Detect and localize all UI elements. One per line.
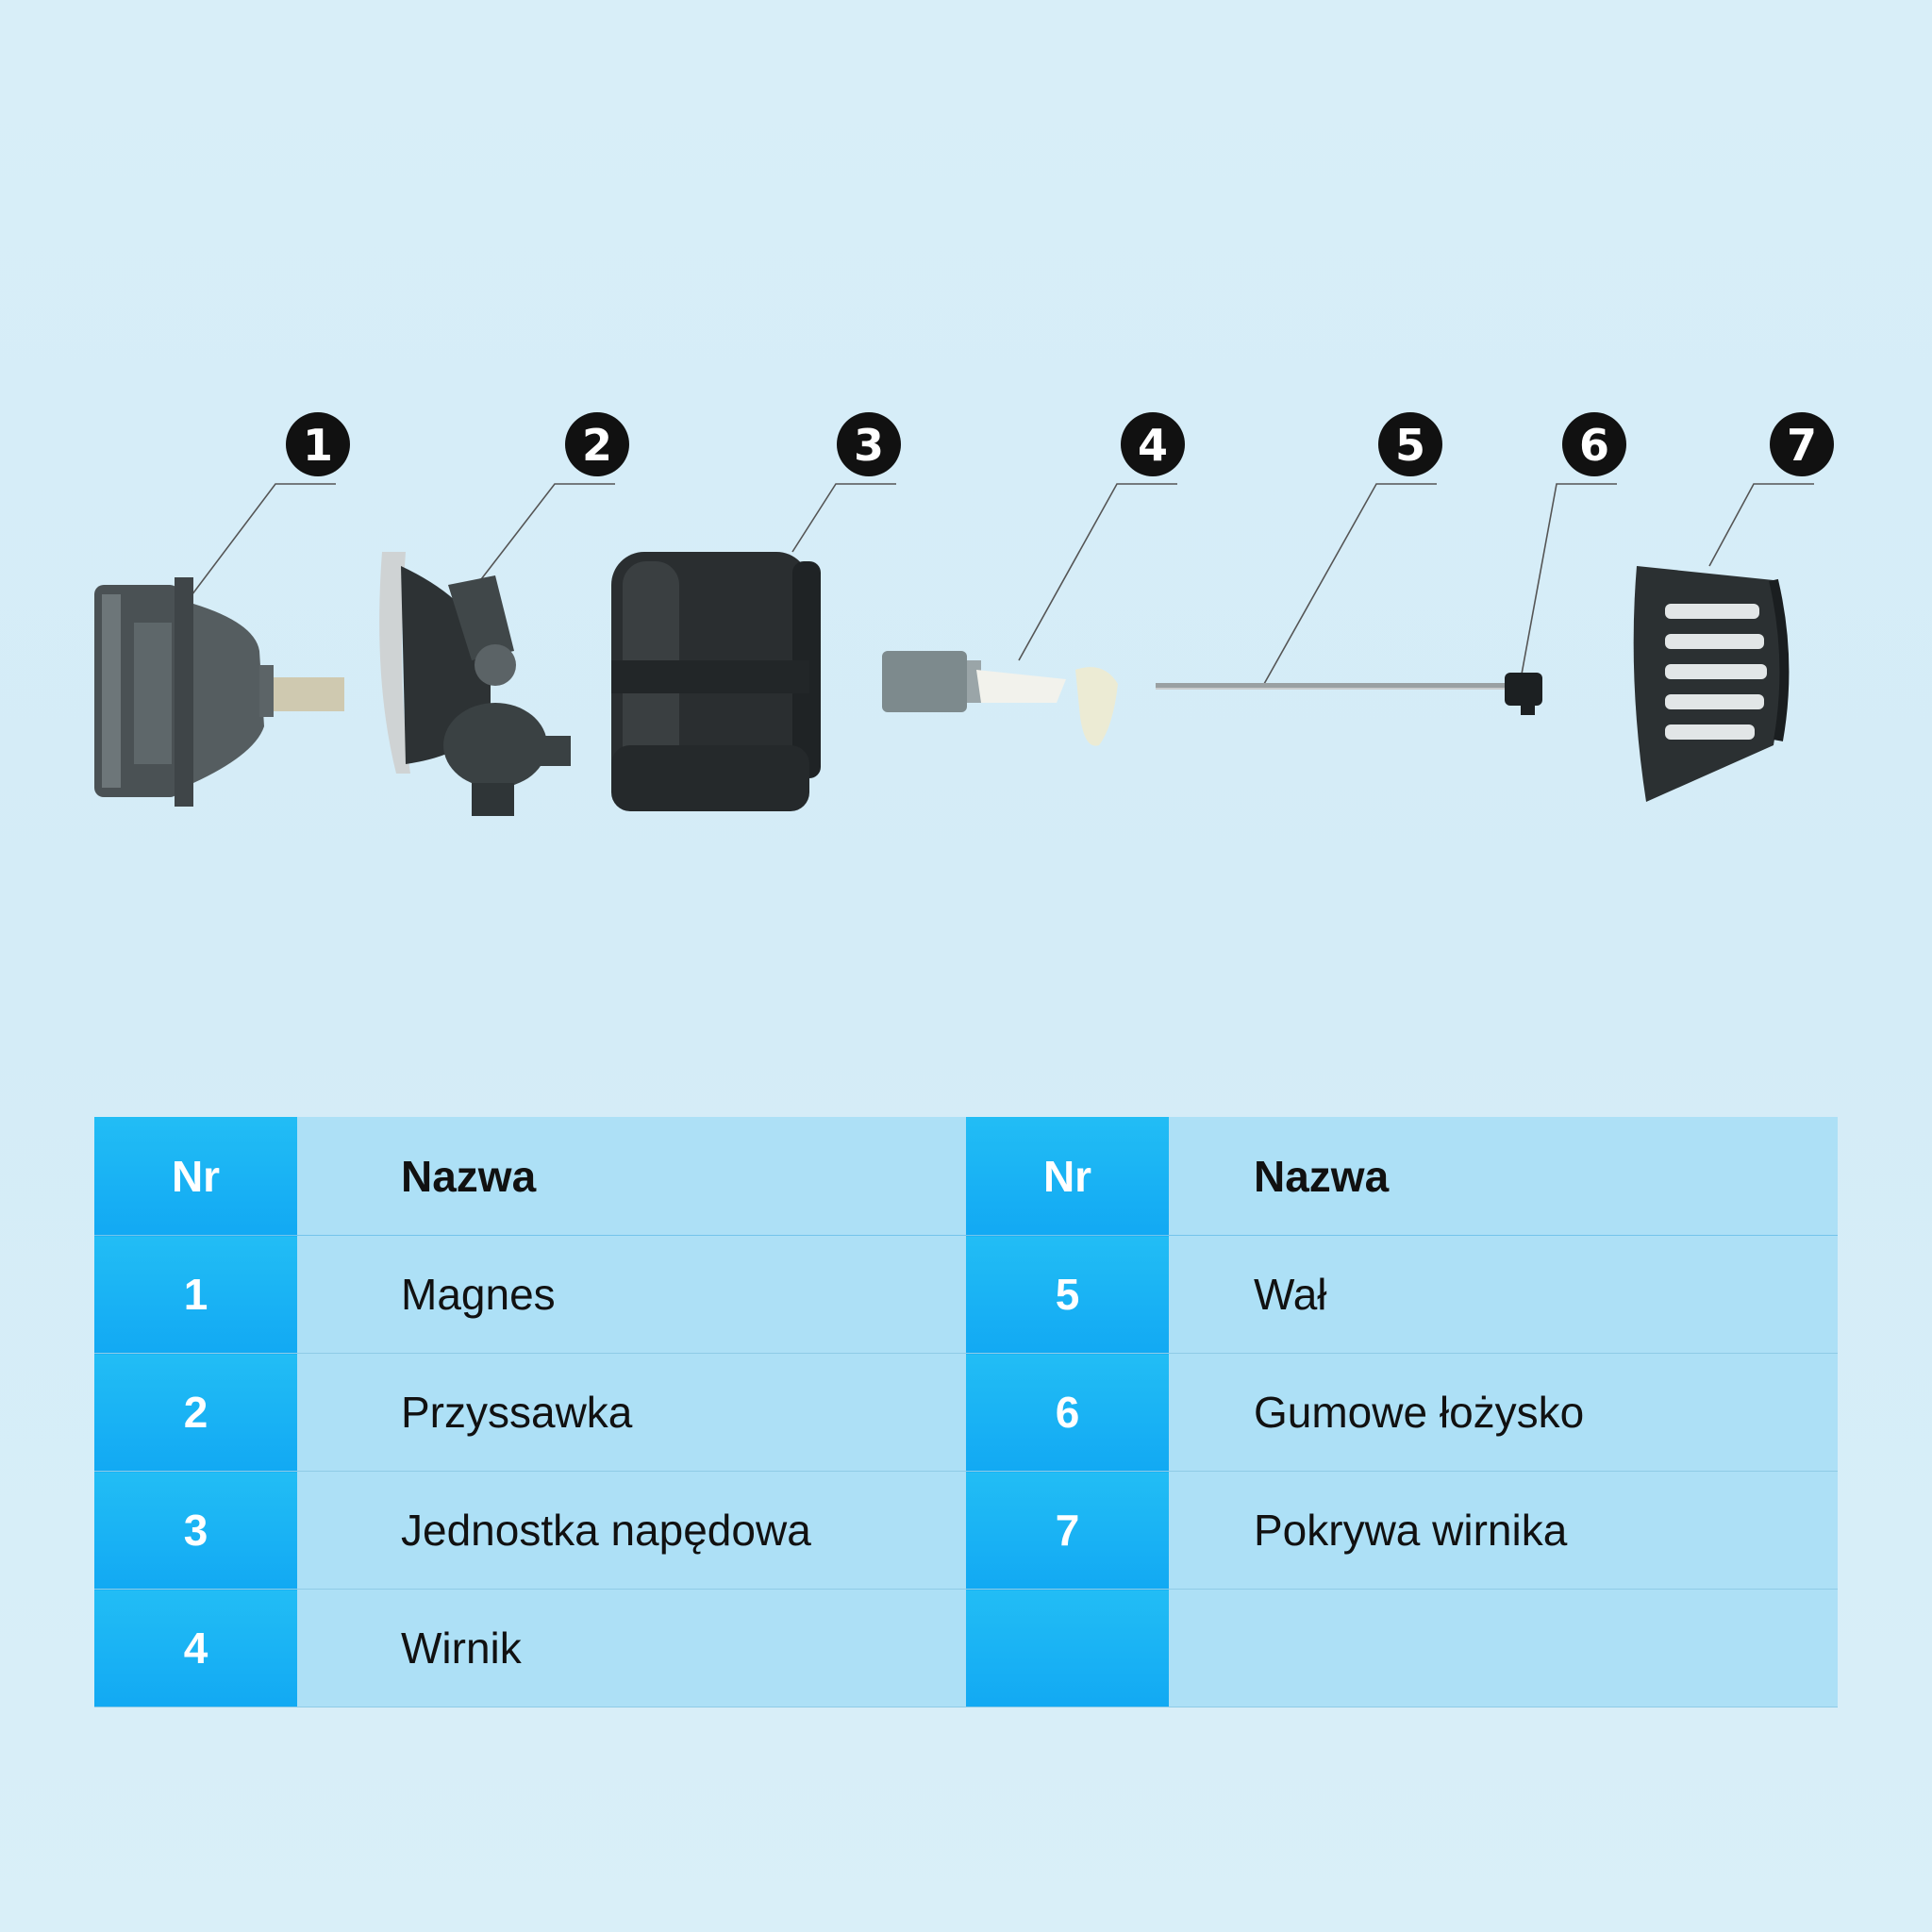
leader-line-7 [1708,483,1814,567]
row-name-left: Przyssawka [297,1353,966,1472]
table-row: 4 Wirnik [94,1589,1838,1707]
row-name-left: Jednostka napędowa [297,1471,966,1590]
row-name-right: Pokrywa wirnika [1169,1471,1838,1590]
svg-text:5: 5 [1395,420,1425,471]
row-nr-right: 7 [966,1471,1169,1590]
part-magnet [94,577,344,807]
svg-text:2: 2 [582,420,612,471]
svg-text:7: 7 [1787,420,1817,471]
row-name-left: Magnes [297,1235,966,1354]
leader-line-2 [461,483,615,605]
part-impeller-cover [1633,566,1790,802]
part-drive-unit [611,552,821,811]
leader-line-3 [791,483,896,553]
callout-badges: 1 2 3 4 5 6 7 [286,412,1834,476]
row-name-right: Wał [1169,1235,1838,1354]
part-impeller [882,651,1118,746]
row-nr-right [966,1589,1169,1707]
parts-table: Nr Nazwa Nr Nazwa 1 Magnes 5 Wał 2 Przys… [94,1117,1838,1707]
leader-line-4 [1018,483,1177,661]
callout-badge-4: 4 [1121,412,1185,476]
table-row: 2 Przyssawka 6 Gumowe łożysko [94,1353,1838,1472]
svg-text:4: 4 [1138,420,1168,471]
callout-badge-6: 6 [1562,412,1626,476]
row-name-right [1169,1589,1838,1707]
callout-badge-3: 3 [837,412,901,476]
row-name-left: Wirnik [297,1589,966,1707]
row-nr-left: 3 [94,1471,297,1590]
leader-line-1 [174,483,336,619]
part-shaft [1156,683,1505,690]
table-header-row: Nr Nazwa Nr Nazwa [94,1117,1838,1236]
svg-text:6: 6 [1579,420,1609,471]
header-nr-left: Nr [94,1117,297,1236]
row-nr-left: 1 [94,1235,297,1354]
callout-badge-2: 2 [565,412,629,476]
svg-text:1: 1 [303,420,333,471]
part-suction-cup [379,552,571,816]
row-nr-left: 4 [94,1589,297,1707]
row-nr-left: 2 [94,1353,297,1472]
callout-badge-1: 1 [286,412,350,476]
part-rubber-bearing [1505,673,1542,715]
leader-line-6 [1520,483,1617,680]
row-nr-right: 6 [966,1353,1169,1472]
header-nr-right: Nr [966,1117,1169,1236]
leader-lines [174,483,1814,685]
leader-line-5 [1263,483,1437,685]
table-row: 3 Jednostka napędowa 7 Pokrywa wirnika [94,1471,1838,1590]
callout-badge-7: 7 [1770,412,1834,476]
svg-text:3: 3 [854,420,884,471]
callout-badge-5: 5 [1378,412,1442,476]
header-name-right: Nazwa [1169,1117,1838,1236]
exploded-parts-diagram: 1 2 3 4 5 6 7 [94,412,1834,816]
row-name-right: Gumowe łożysko [1169,1353,1838,1472]
table-row: 1 Magnes 5 Wał [94,1235,1838,1354]
header-name-left: Nazwa [297,1117,966,1236]
row-nr-right: 5 [966,1235,1169,1354]
